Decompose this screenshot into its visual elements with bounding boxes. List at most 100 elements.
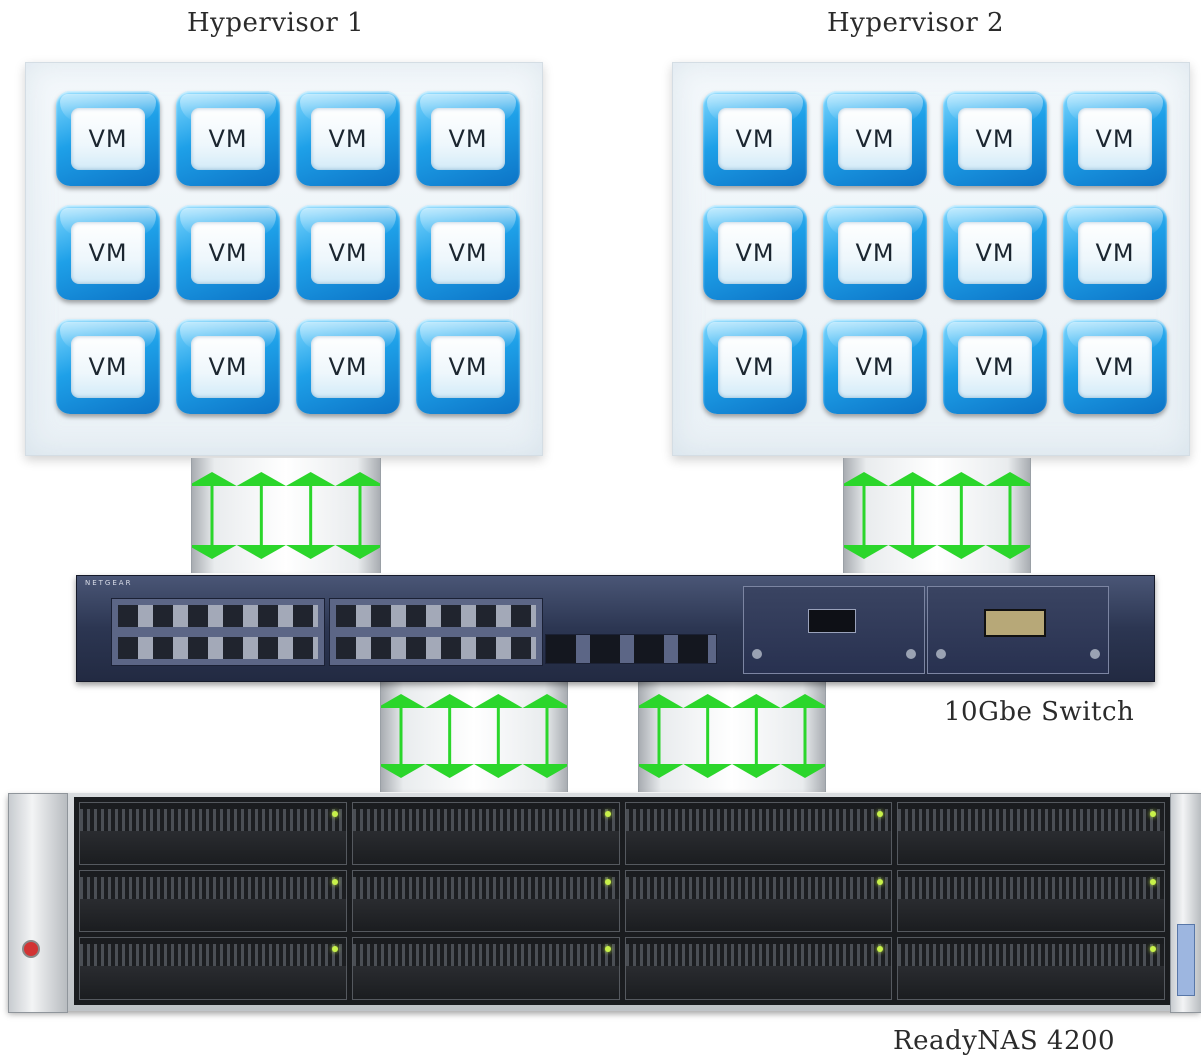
vm-tile: VM — [176, 319, 280, 414]
hypervisor-2-panel: VM VM VM VM VM VM VM VM VM VM VM VM — [672, 62, 1190, 456]
link-switch-to-nas-right — [638, 680, 826, 792]
vm-tile: VM — [176, 205, 280, 300]
drive-led-icon — [1150, 946, 1156, 953]
drive-bay — [79, 869, 347, 933]
vm-label: VM — [191, 107, 265, 170]
link-arrows-icon — [639, 694, 825, 778]
drive-bay — [351, 937, 620, 1000]
vm-label: VM — [718, 335, 792, 398]
double-arrow-icon — [192, 472, 237, 559]
drive-bay — [897, 802, 1165, 865]
vm-tile: VM — [943, 91, 1047, 186]
double-arrow-icon — [381, 694, 426, 778]
double-arrow-icon — [639, 694, 684, 778]
link-hypervisor-1-to-switch — [191, 458, 381, 573]
drive-led-icon — [331, 878, 338, 885]
drive-led-icon — [1150, 811, 1156, 817]
vm-tile: VM — [1063, 205, 1167, 300]
double-arrow-icon — [522, 694, 567, 778]
switch-module-1 — [743, 586, 925, 674]
vm-tile: VM — [296, 91, 400, 186]
vm-tile: VM — [823, 205, 927, 300]
drive-bay — [351, 869, 620, 933]
power-button-icon — [22, 940, 40, 958]
nas-left-handle — [8, 793, 68, 1013]
drive-led-icon — [604, 878, 611, 885]
double-arrow-icon — [236, 472, 286, 559]
vm-tile: VM — [416, 205, 520, 300]
switch-brand: NETGEAR — [85, 579, 133, 587]
drive-led-icon — [877, 946, 884, 953]
vm-tile: VM — [703, 205, 807, 300]
vm-label: VM — [71, 221, 145, 284]
hypervisor-1-label: Hypervisor 1 — [187, 8, 365, 38]
vm-label: VM — [311, 107, 385, 170]
vm-tile: VM — [1063, 91, 1167, 186]
vm-label: VM — [1078, 221, 1152, 284]
vm-label: VM — [191, 221, 265, 284]
switch-port-block-right — [329, 598, 543, 666]
drive-led-icon — [604, 811, 611, 817]
vm-label: VM — [1078, 335, 1152, 398]
link-arrows-icon — [192, 472, 380, 559]
double-arrow-icon — [425, 694, 474, 778]
vm-tile: VM — [56, 91, 160, 186]
nas-drive-bays — [74, 797, 1170, 1005]
double-arrow-icon — [888, 472, 937, 559]
vm-label: VM — [718, 221, 792, 284]
vm-label: VM — [431, 221, 505, 284]
vm-tile: VM — [296, 319, 400, 414]
drive-bay — [897, 869, 1165, 933]
double-arrow-icon — [286, 472, 336, 559]
vm-tile: VM — [416, 319, 520, 414]
info-tag-icon — [1177, 924, 1195, 996]
storage-label: ReadyNAS 4200 — [893, 1026, 1116, 1056]
double-arrow-icon — [780, 694, 825, 778]
vm-label: VM — [71, 107, 145, 170]
vm-tile: VM — [56, 205, 160, 300]
double-arrow-icon — [474, 694, 523, 778]
switch-module-2 — [927, 586, 1109, 674]
drive-bay — [624, 802, 893, 865]
drive-bay — [79, 802, 347, 865]
link-arrows-icon — [381, 694, 567, 778]
vm-label: VM — [311, 221, 385, 284]
network-switch: NETGEAR — [76, 575, 1155, 682]
double-arrow-icon — [985, 472, 1030, 559]
drive-led-icon — [877, 878, 884, 885]
vm-label: VM — [838, 335, 912, 398]
double-arrow-icon — [683, 694, 732, 778]
vm-tile: VM — [296, 205, 400, 300]
drive-led-icon — [877, 811, 884, 817]
vm-label: VM — [718, 107, 792, 170]
vm-tile: VM — [823, 91, 927, 186]
nas-appliance — [8, 793, 1201, 1013]
vm-tile: VM — [823, 319, 927, 414]
double-arrow-icon — [937, 472, 986, 559]
vm-tile: VM — [1063, 319, 1167, 414]
double-arrow-icon — [844, 472, 889, 559]
switch-label: 10Gbe Switch — [944, 697, 1135, 727]
link-switch-to-nas-left — [380, 680, 568, 792]
hypervisor-1-panel: VM VM VM VM VM VM VM VM VM VM VM VM — [25, 62, 543, 456]
drive-led-icon — [1150, 878, 1156, 885]
vm-tile: VM — [416, 91, 520, 186]
double-arrow-icon — [335, 472, 380, 559]
vm-tile: VM — [56, 319, 160, 414]
drive-bay — [897, 937, 1165, 1000]
vm-label: VM — [191, 335, 265, 398]
vm-tile: VM — [703, 91, 807, 186]
vm-label: VM — [1078, 107, 1152, 170]
drive-led-icon — [604, 946, 611, 953]
vm-tile: VM — [703, 319, 807, 414]
vm-label: VM — [958, 335, 1032, 398]
hypervisor-2-label: Hypervisor 2 — [827, 8, 1005, 38]
drive-bay — [79, 937, 347, 1000]
vm-label: VM — [71, 335, 145, 398]
drive-led-icon — [331, 811, 338, 817]
drive-bay — [624, 869, 893, 933]
vm-label: VM — [958, 221, 1032, 284]
vm-label: VM — [431, 107, 505, 170]
vm-label: VM — [431, 335, 505, 398]
double-arrow-icon — [732, 694, 781, 778]
